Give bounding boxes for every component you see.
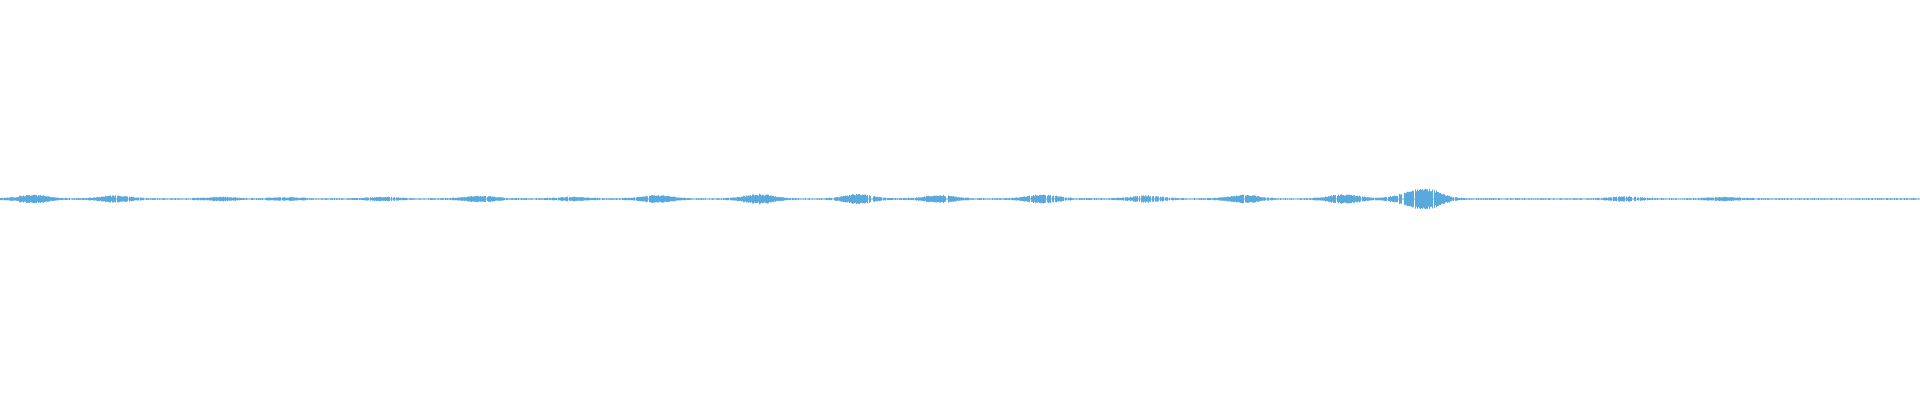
waveform-samples <box>0 188 1920 210</box>
